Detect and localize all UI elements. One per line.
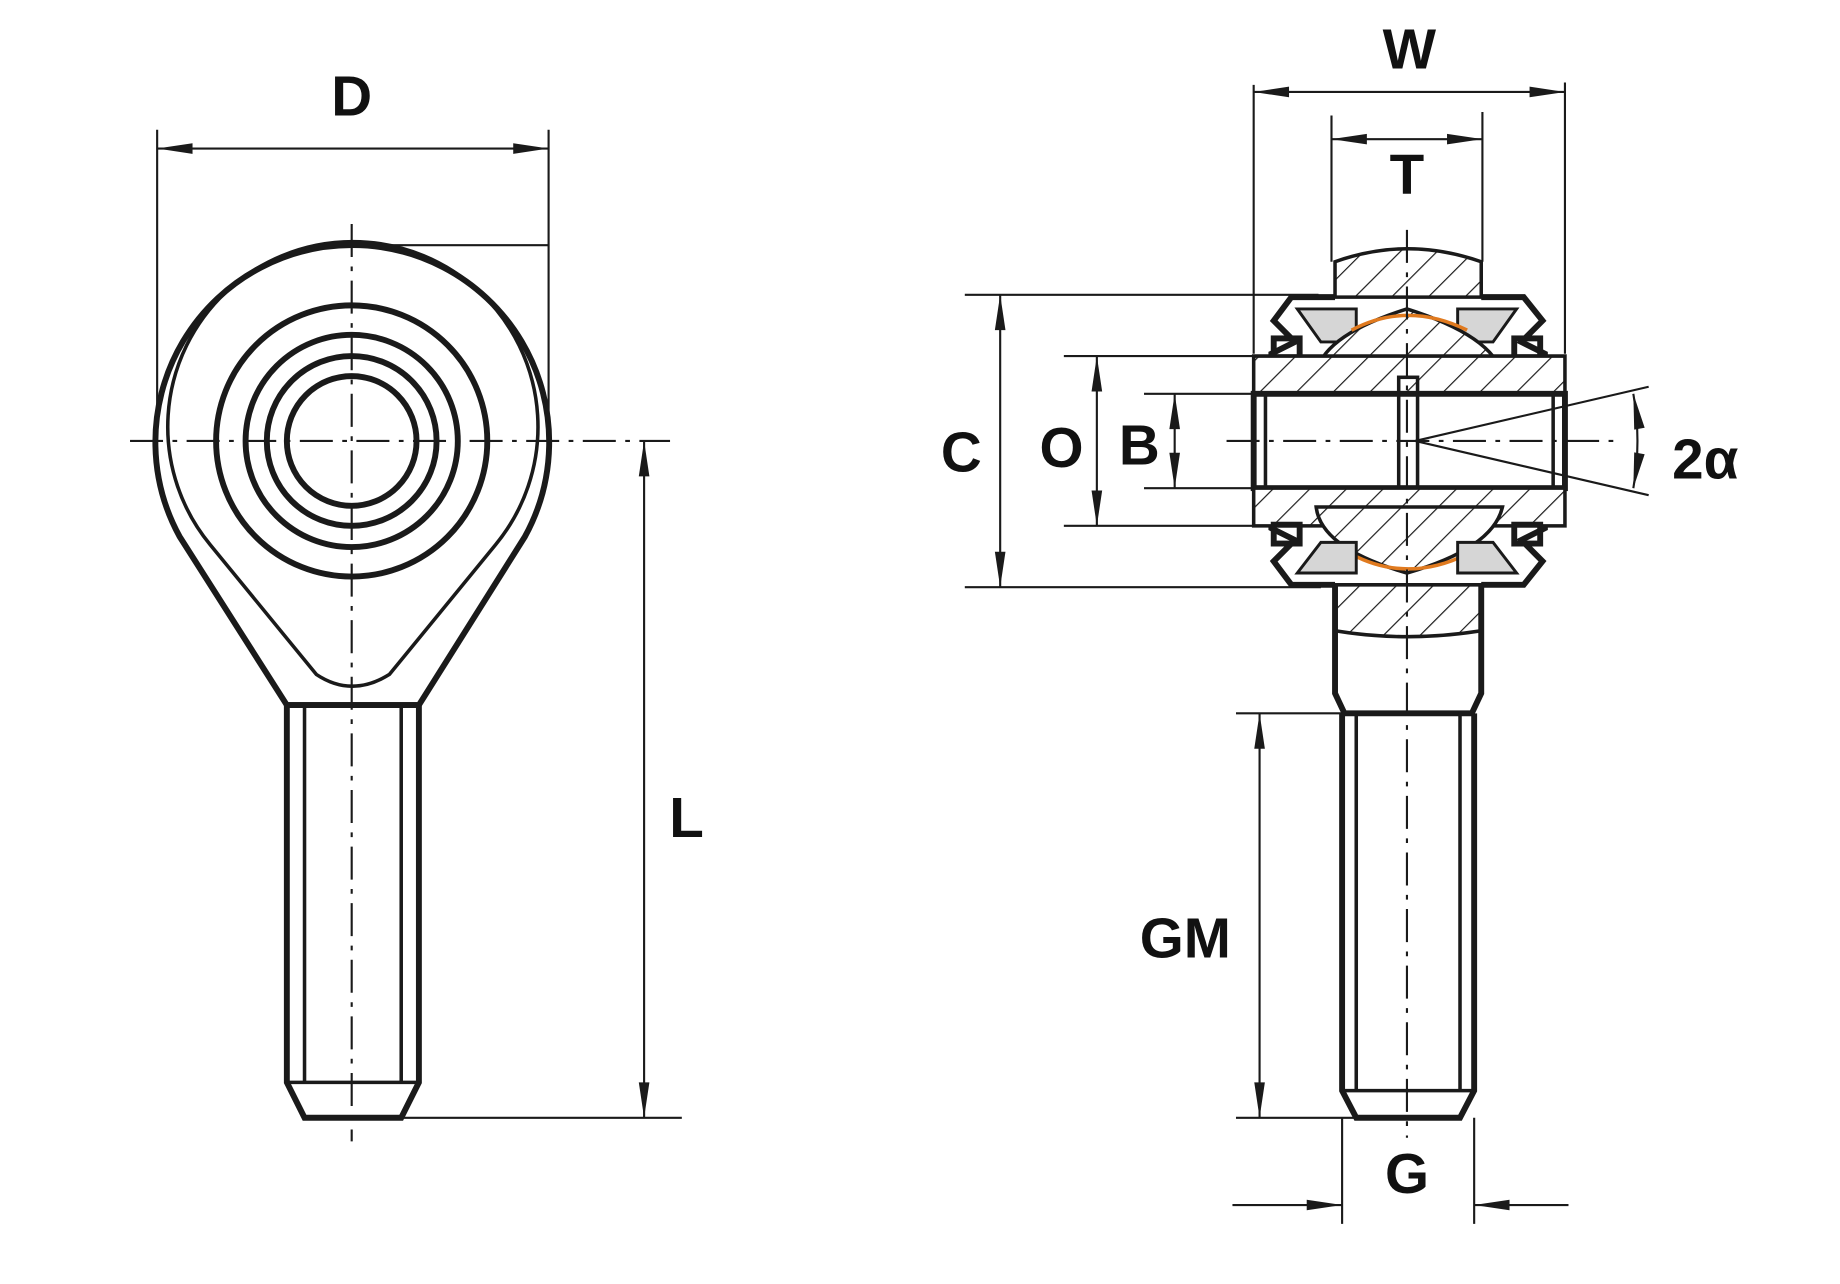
dimension-label-o: O xyxy=(1039,416,1083,479)
dimension-label-t: T xyxy=(1390,142,1425,205)
dimension-label-g: G xyxy=(1385,1142,1429,1205)
dimension-label-b: B xyxy=(1119,414,1160,477)
dimension-label-d: D xyxy=(331,65,372,128)
dimension-label-angle: 2α xyxy=(1672,428,1738,491)
section-view xyxy=(964,82,1649,1224)
dimension-label-w: W xyxy=(1383,17,1437,80)
dimension-label-gm: GM xyxy=(1140,906,1231,969)
front-view xyxy=(130,129,682,1142)
dimension-label-l: L xyxy=(669,786,704,849)
dimension-label-c: C xyxy=(941,421,982,484)
